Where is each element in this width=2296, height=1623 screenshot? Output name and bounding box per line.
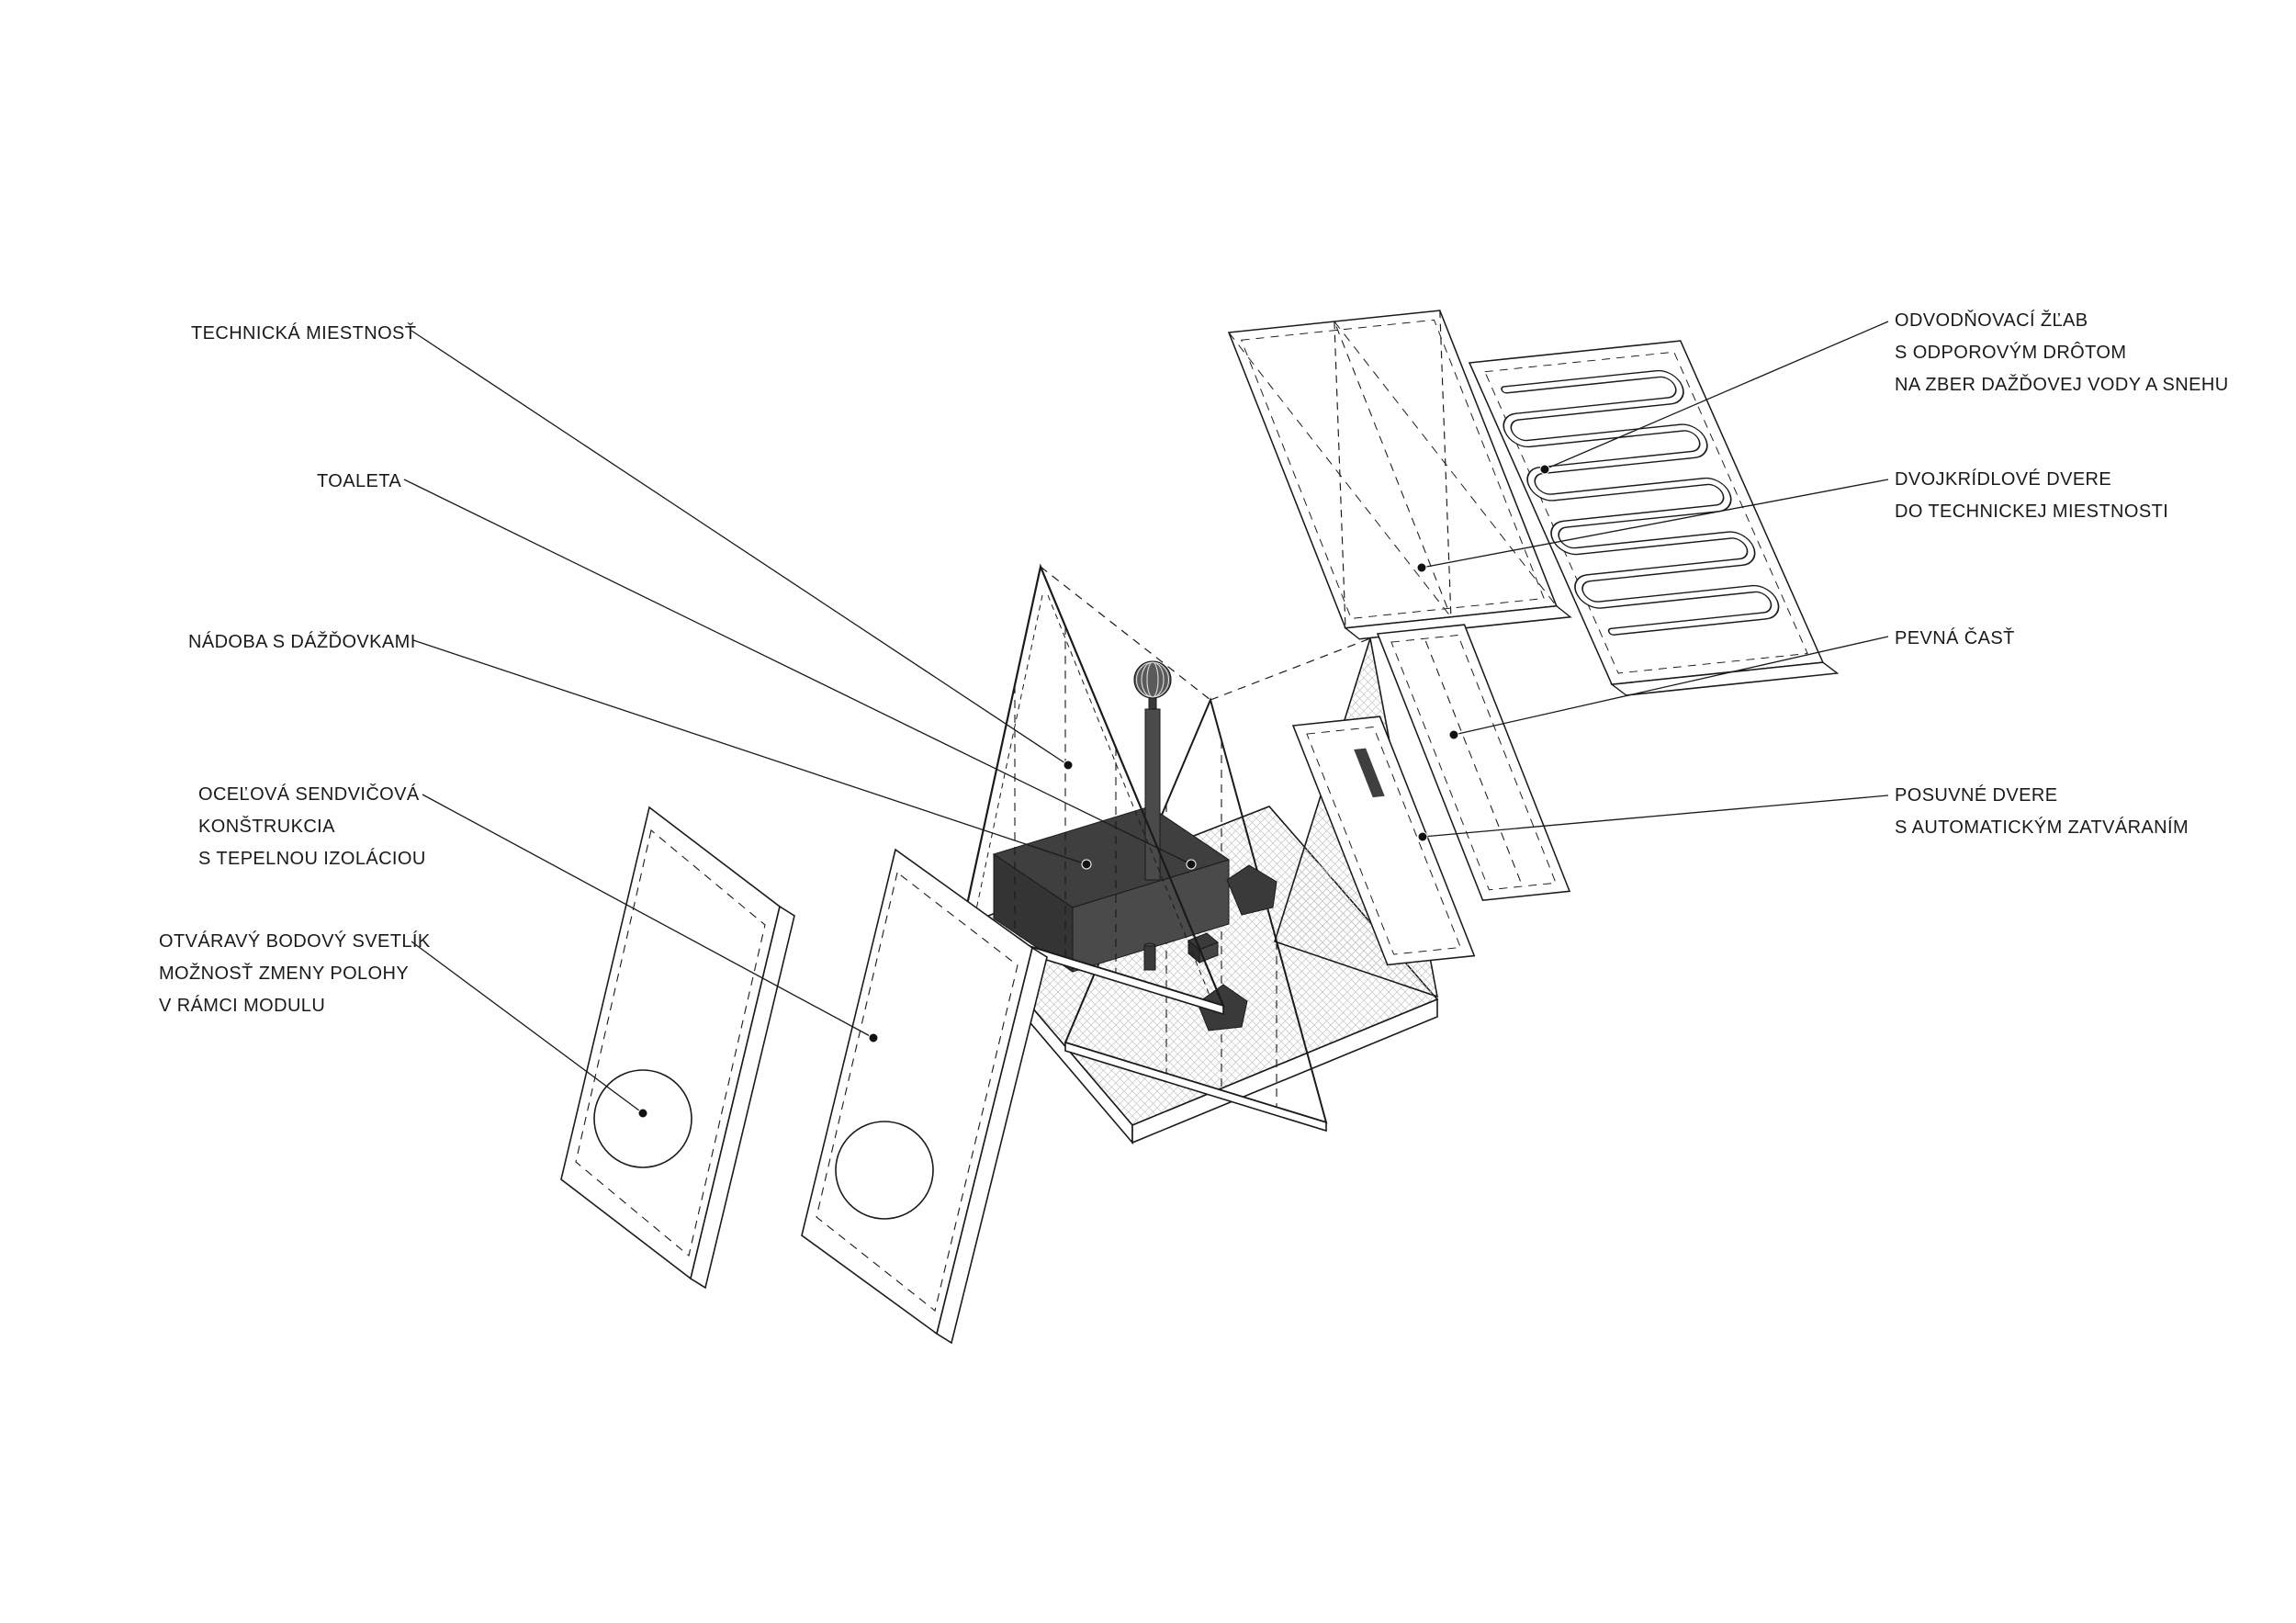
label-dvojkridlove-dvere: DVOJKRÍDLOVÉ DVERE DO TECHNICKEJ MIESTNO… bbox=[1895, 469, 2169, 522]
label-odvodnovaci-zlab: ODVODŇOVACÍ ŽĽAB S ODPOROVÝM DRÔTOM NA Z… bbox=[1895, 310, 2229, 395]
leader-line bbox=[412, 639, 1087, 865]
label-toaleta: TOALETA bbox=[317, 471, 402, 491]
door-handle bbox=[1354, 748, 1385, 798]
roof-panel-skylight-1 bbox=[560, 806, 795, 1290]
label-posuvne-dvere: POSUVNÉ DVERE S AUTOMATICKÝM ZATVÁRANÍM bbox=[1895, 785, 2189, 838]
leader-dot bbox=[868, 1032, 879, 1043]
skylight-opening bbox=[593, 1069, 692, 1168]
leader-line bbox=[1544, 321, 1889, 470]
leader-dot bbox=[1417, 831, 1428, 842]
fixed-part-panel bbox=[1376, 624, 1571, 901]
label-technicka-miestnost: TECHNICKÁ MIESTNOSŤ bbox=[191, 323, 417, 344]
leader-line bbox=[1453, 636, 1889, 736]
leader-line bbox=[403, 479, 1192, 865]
leader-dot bbox=[637, 1108, 648, 1119]
leader-dot bbox=[1539, 464, 1550, 475]
chimney-vent bbox=[1133, 660, 1172, 881]
leader-line bbox=[411, 941, 644, 1114]
leader-lines bbox=[403, 321, 1889, 1119]
leader-dot bbox=[1416, 562, 1427, 573]
leader-line bbox=[411, 330, 1069, 766]
leader-dot bbox=[1063, 760, 1074, 771]
drainage-channel-panel bbox=[1468, 340, 1840, 696]
resistance-wire-coil bbox=[1501, 369, 1780, 636]
label-nadoba-s-dazdovkami: NÁDOBA S DÁŽĎOVKAMI bbox=[188, 632, 416, 652]
skylight-opening bbox=[835, 1121, 934, 1220]
worm-composter-counter bbox=[992, 806, 1231, 973]
leader-line bbox=[1421, 479, 1889, 569]
leader-line bbox=[1422, 795, 1889, 838]
roof-panel-skylight-2 bbox=[801, 848, 1048, 1345]
leader-dot bbox=[1448, 729, 1459, 740]
label-ocelova-sendvicova-konstrukcia: OCEĽOVÁ SENDVIČOVÁ KONŠTRUKCIA S TEPELNO… bbox=[198, 784, 426, 869]
label-otvaravy-bodovy-svetlik: OTVÁRAVÝ BODOVÝ SVETLÍK MOŽNOSŤ ZMENY PO… bbox=[159, 931, 431, 1016]
leader-dot bbox=[1081, 859, 1092, 870]
leader-line bbox=[422, 794, 874, 1039]
ridge-construction-lines bbox=[1040, 566, 1371, 701]
leader-dot bbox=[1186, 859, 1197, 870]
label-pevna-cast: PEVNÁ ČASŤ bbox=[1895, 628, 2015, 648]
